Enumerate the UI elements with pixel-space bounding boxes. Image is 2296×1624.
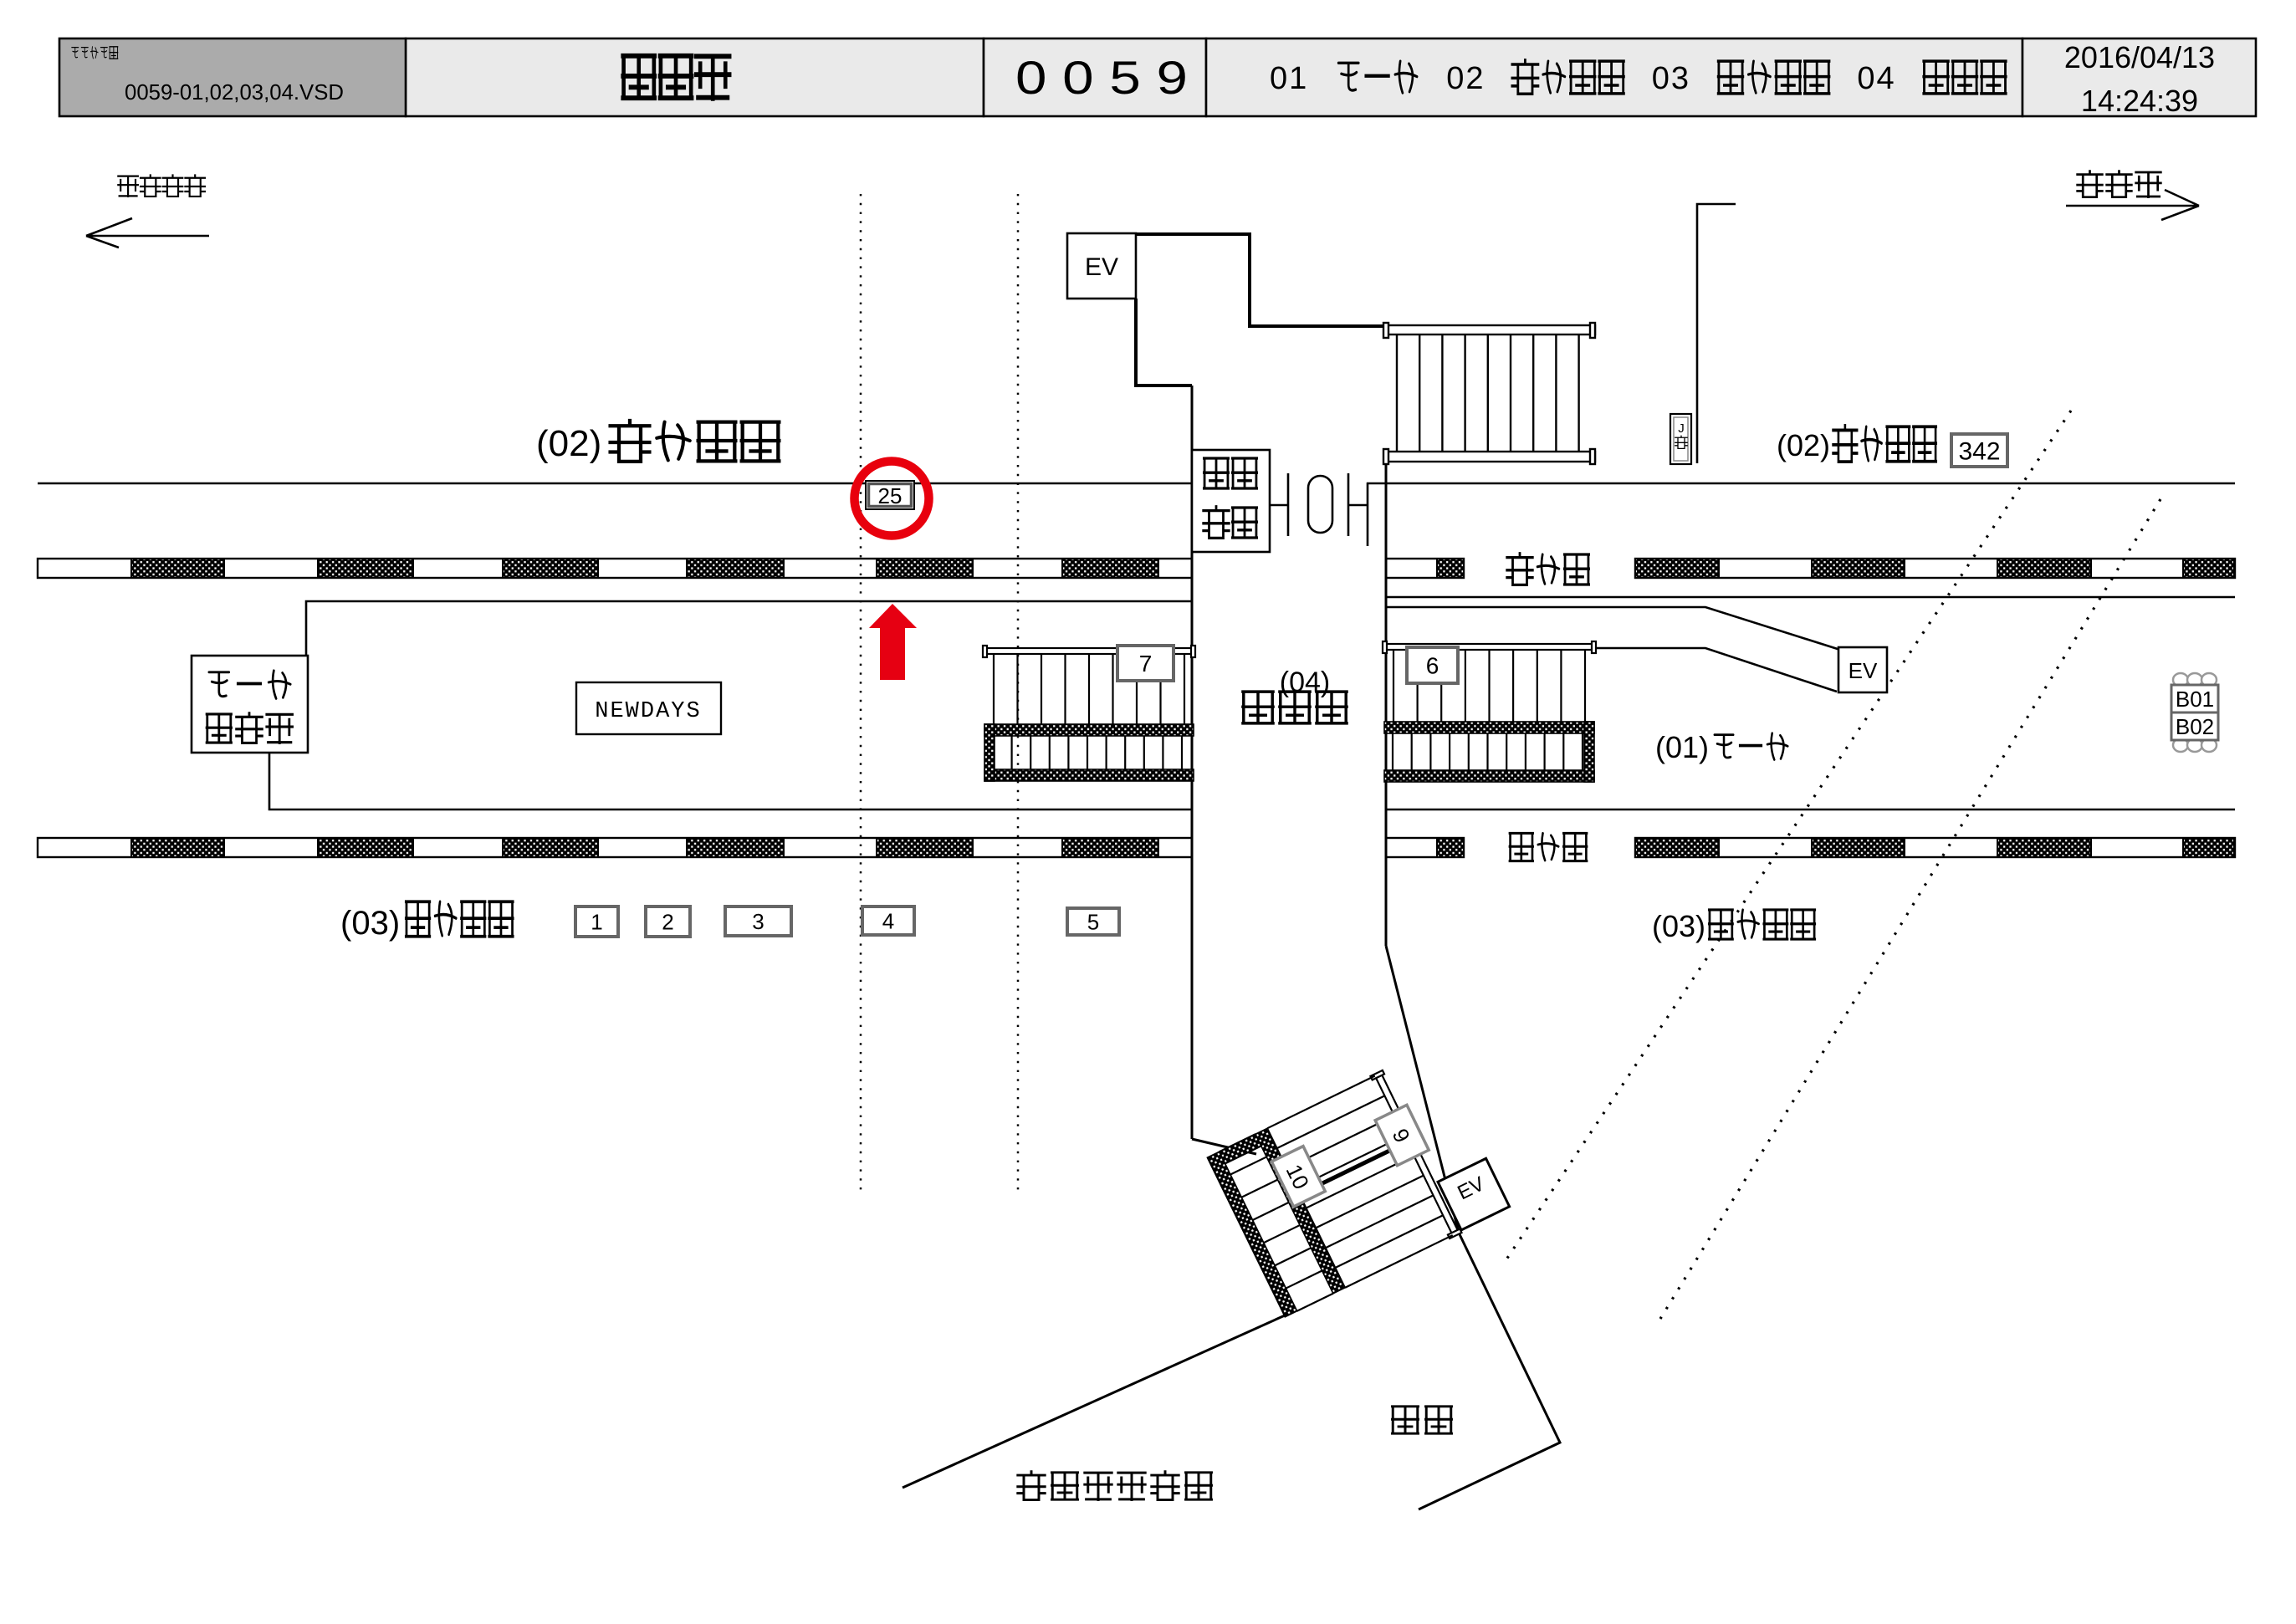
svg-text:(02): (02): [536, 423, 601, 464]
svg-text:5: 5: [1087, 909, 1099, 934]
svg-text:B02: B02: [2176, 714, 2214, 739]
svg-text:EV: EV: [1085, 253, 1118, 281]
svg-text:25: 25: [878, 483, 903, 508]
svg-text:(04): (04): [1280, 666, 1330, 698]
svg-text:2016/04/13: 2016/04/13: [2064, 40, 2215, 74]
svg-text:0 0 5 9: 0 0 5 9: [1015, 51, 1188, 104]
svg-text:3: 3: [752, 909, 764, 934]
svg-text:(03): (03): [1652, 909, 1705, 943]
svg-text:0059-01,02,03,04.VSD: 0059-01,02,03,04.VSD: [125, 79, 344, 105]
svg-text:02: 02: [1446, 61, 1485, 96]
svg-text:EV: EV: [1849, 658, 1878, 683]
svg-text:04: 04: [1857, 61, 1895, 96]
svg-text:7: 7: [1139, 651, 1153, 677]
svg-text:1: 1: [591, 909, 602, 934]
svg-text:(03): (03): [340, 905, 400, 942]
svg-text:6: 6: [1426, 653, 1439, 679]
svg-text:14:24:39: 14:24:39: [2081, 84, 2198, 118]
svg-text:01: 01: [1270, 61, 1308, 96]
svg-text:B01: B01: [2176, 687, 2214, 712]
svg-text:342: 342: [1958, 437, 2000, 465]
svg-text:(02): (02): [1777, 428, 1830, 462]
svg-text:(01): (01): [1655, 730, 1709, 764]
svg-text:NEWDAYS: NEWDAYS: [595, 699, 701, 724]
svg-text:2: 2: [662, 909, 673, 934]
svg-text:J: J: [1678, 421, 1685, 436]
svg-text:03: 03: [1652, 61, 1690, 96]
svg-text:4: 4: [882, 908, 894, 933]
